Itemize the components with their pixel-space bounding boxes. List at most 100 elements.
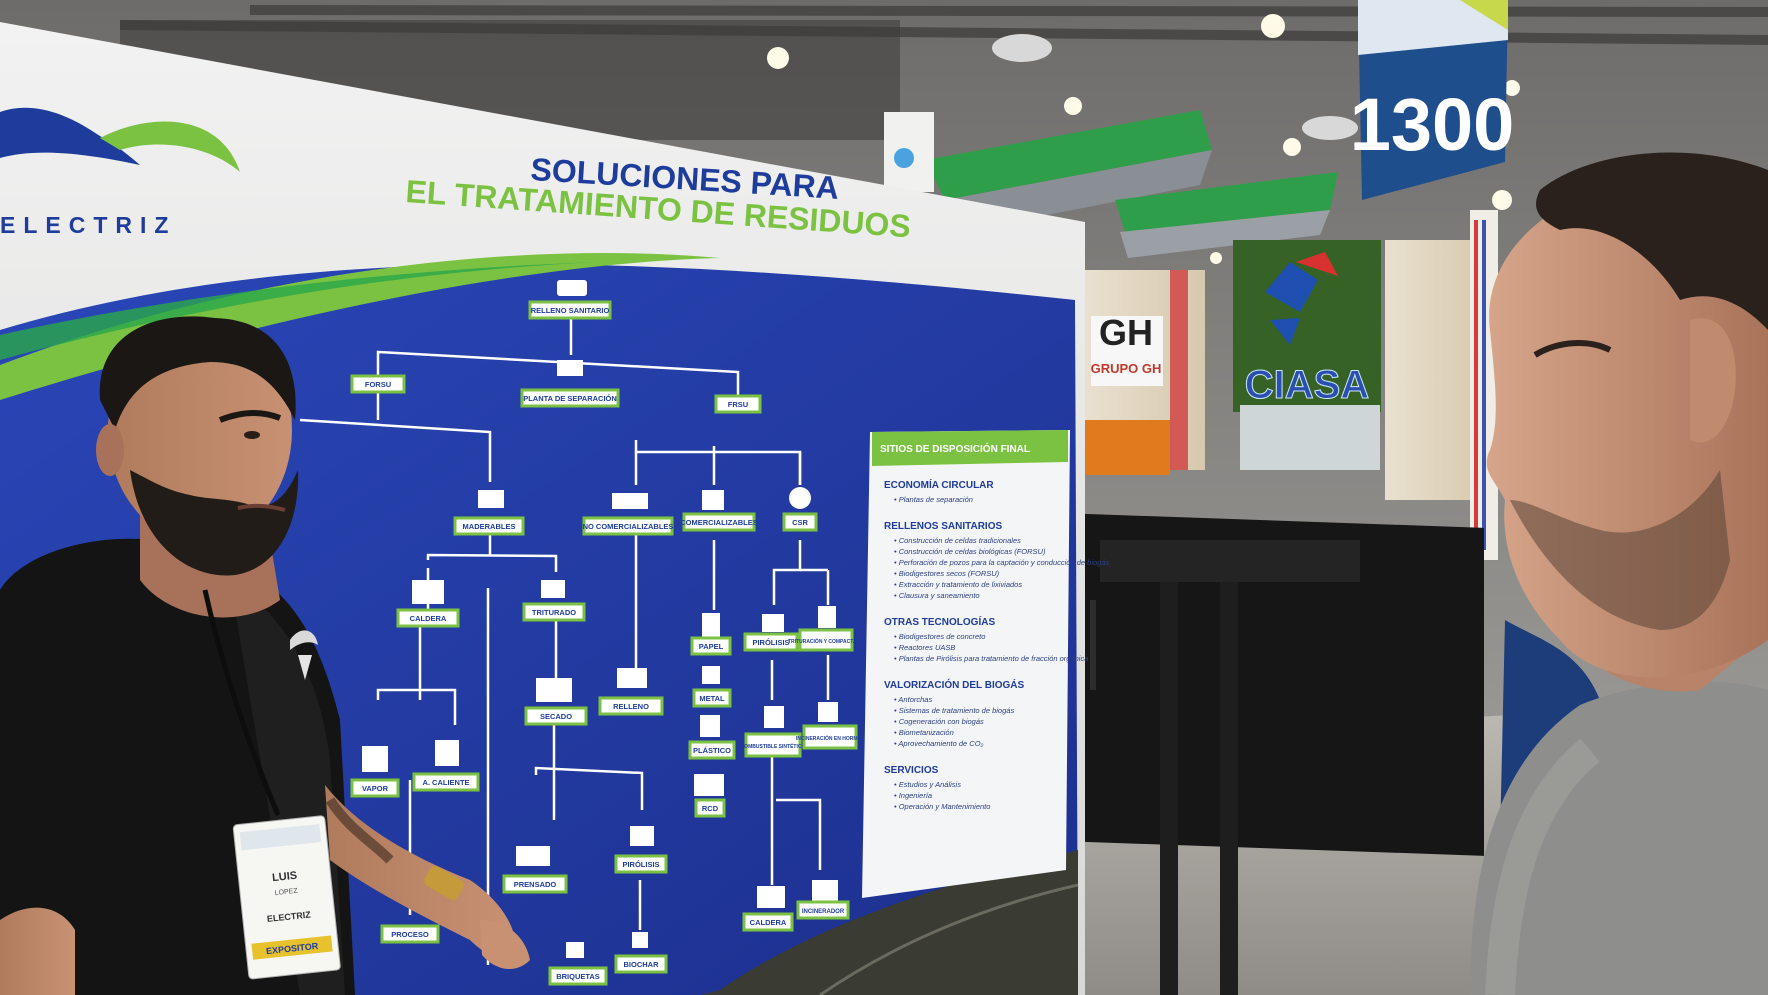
ciasa-logo-text: CIASA <box>1245 363 1369 407</box>
paper-icon <box>702 613 720 637</box>
label-forsu: FORSU <box>365 380 391 389</box>
label-pirolisis-2: PIRÓLISIS <box>622 860 659 869</box>
wristwatch <box>424 866 464 900</box>
biochar-icon <box>632 932 648 948</box>
kiln-icon <box>818 702 838 722</box>
label-frsu: FRSU <box>728 400 748 409</box>
panel-section-item: • Aprovechamiento de CO₂ <box>894 739 984 748</box>
label-incineracion-hornos: INCINERACIÓN EN HORNOS <box>796 734 865 742</box>
label-relleno-sanitario: RELLENO SANITARIO <box>531 306 610 315</box>
electriz-logo-text: ELECTRIZ <box>0 212 176 238</box>
label-comercializables: COMERCIALIZABLES <box>680 518 758 527</box>
label-triturado: TRITURADO <box>532 608 576 617</box>
panel-section-item: • Ingeniería <box>894 791 932 800</box>
panel-header: SITIOS DE DISPOSICIÓN FINAL <box>880 442 1030 455</box>
badge-company: ELECTRIZ <box>266 909 311 924</box>
tv-monitor <box>1070 513 1484 995</box>
dryer-icon <box>536 678 572 702</box>
neighbor-brand-logo: GH <box>1099 312 1153 353</box>
panel-section-item: • Biodigestores secos (FORSU) <box>894 569 1000 578</box>
label-pirolisis: PIRÓLISIS <box>752 638 789 647</box>
panel-section-item: • Biodigestores de concreto <box>894 632 985 641</box>
label-caldera-2: CALDERA <box>750 918 787 927</box>
flowchart-labels: RELLENO SANITARIO FORSU PLANTA DE SEPARA… <box>350 300 865 986</box>
label-vapor: VAPOR <box>362 784 389 793</box>
label-csr: CSR <box>792 518 808 527</box>
label-maderables: MADERABLES <box>463 522 516 531</box>
panel-section-title: RELLENOS SANITARIOS <box>884 521 1002 532</box>
panel-section-title: SERVICIOS <box>884 765 939 776</box>
label-al-caliente: A. CALIENTE <box>422 778 469 787</box>
incinerator-icon <box>812 880 838 902</box>
label-planta-separacion: PLANTA DE SEPARACIÓN <box>523 394 617 403</box>
compactor-icon <box>818 606 836 628</box>
disposal-sites-panel: SITIOS DE DISPOSICIÓN FINAL ECONOMÍA CIR… <box>862 430 1110 898</box>
ceiling-vents <box>992 34 1358 140</box>
name-badge: LUIS LOPEZ ELECTRIZ EXPOSITOR <box>232 815 341 980</box>
plastic-icon <box>700 715 720 737</box>
panel-section-item: • Operación y Mantenimiento <box>894 802 990 811</box>
briquette-icon <box>566 942 584 958</box>
shredder-icon <box>541 580 565 598</box>
recyclables-icon <box>702 490 724 510</box>
panel-section-item: • Reactores UASB <box>894 643 955 652</box>
neighbor-brand-sub: GRUPO GH <box>1091 361 1162 376</box>
label-prensado: PRENSADO <box>514 880 557 889</box>
label-rcd: RCD <box>702 804 719 813</box>
label-incinerador: INCINERADOR <box>802 909 845 915</box>
label-trituracion-compactado: TRITURACIÓN Y COMPACTADO <box>788 637 864 645</box>
label-proceso: PROCESO <box>391 930 429 939</box>
label-metal: METAL <box>699 694 725 703</box>
landfill-machine-icon <box>617 668 647 688</box>
label-relleno: RELLENO <box>613 702 649 711</box>
booth-number-sign: 1300 <box>1350 0 1515 200</box>
panel-section-item: • Estudios y Análisis <box>894 780 961 789</box>
badge-surname: LOPEZ <box>274 888 298 897</box>
metal-icon <box>702 666 720 684</box>
panel-section-title: OTRAS TECNOLOGÍAS <box>884 615 995 628</box>
factory-icon <box>557 360 583 376</box>
panel-section-item: • Construcción de celdas biológicas (FOR… <box>894 547 1046 556</box>
label-caldera: CALDERA <box>410 614 447 623</box>
boiler-icon <box>412 580 444 604</box>
steam-icon <box>362 746 388 772</box>
fuel-icon <box>764 706 784 728</box>
boiler-2-icon <box>757 886 785 908</box>
label-biochar: BIOCHAR <box>624 960 660 969</box>
panel-section-item: • Plantas de Pirólisis para tratamiento … <box>894 654 1088 663</box>
panel-section-item: • Extracción y tratamiento de lixiviados <box>894 580 1022 589</box>
label-secado: SECADO <box>540 712 572 721</box>
panel-section-item: • Plantas de separación <box>894 495 973 504</box>
panel-section-item: • Clausura y saneamiento <box>894 591 980 600</box>
label-combustible-sintetico: COMBUSTIBLE SINTÉTICO <box>741 742 806 750</box>
listener-person <box>1470 152 1768 995</box>
panel-section-item: • Antorchas <box>894 695 932 704</box>
panel-section-title: VALORIZACIÓN DEL BIOGÁS <box>884 678 1025 691</box>
label-papel: PAPEL <box>699 642 724 651</box>
ciasa-booth-wall: CIASA <box>1233 240 1381 412</box>
panel-section-item: • Perforación de pozos para la captación… <box>894 558 1110 567</box>
panel-section-title: ECONOMÍA CIRCULAR <box>884 478 994 491</box>
logs-icon <box>478 490 504 508</box>
label-briquetas: BRIQUETAS <box>556 972 600 981</box>
pellet-icon <box>789 487 811 509</box>
panel-section-item: • Sistemas de tratamiento de biogás <box>894 706 1014 715</box>
booth-number-text: 1300 <box>1350 83 1515 166</box>
rubble-icon <box>694 774 724 796</box>
label-plastico: PLÁSTICO <box>693 746 731 755</box>
panel-section-item: • Cogeneración con biogás <box>894 717 984 726</box>
badge-name: LUIS <box>272 870 298 885</box>
panel-section-item: • Biometanización <box>894 728 954 737</box>
mixed-waste-icon <box>612 493 648 509</box>
truck-icon <box>557 280 587 296</box>
pyrolysis-reactor-icon <box>630 826 654 846</box>
pyrolysis-icon <box>762 614 784 632</box>
hot-water-icon <box>435 740 459 766</box>
ceiling-lights <box>767 14 1520 264</box>
panel-section-item: • Construcción de celdas tradicionales <box>894 536 1021 545</box>
flowchart-icons <box>362 280 838 958</box>
electriz-logo: ELECTRIZ <box>0 107 240 238</box>
press-icon <box>516 846 550 866</box>
label-no-comercializables: NO COMERCIALIZABLES <box>583 522 674 531</box>
